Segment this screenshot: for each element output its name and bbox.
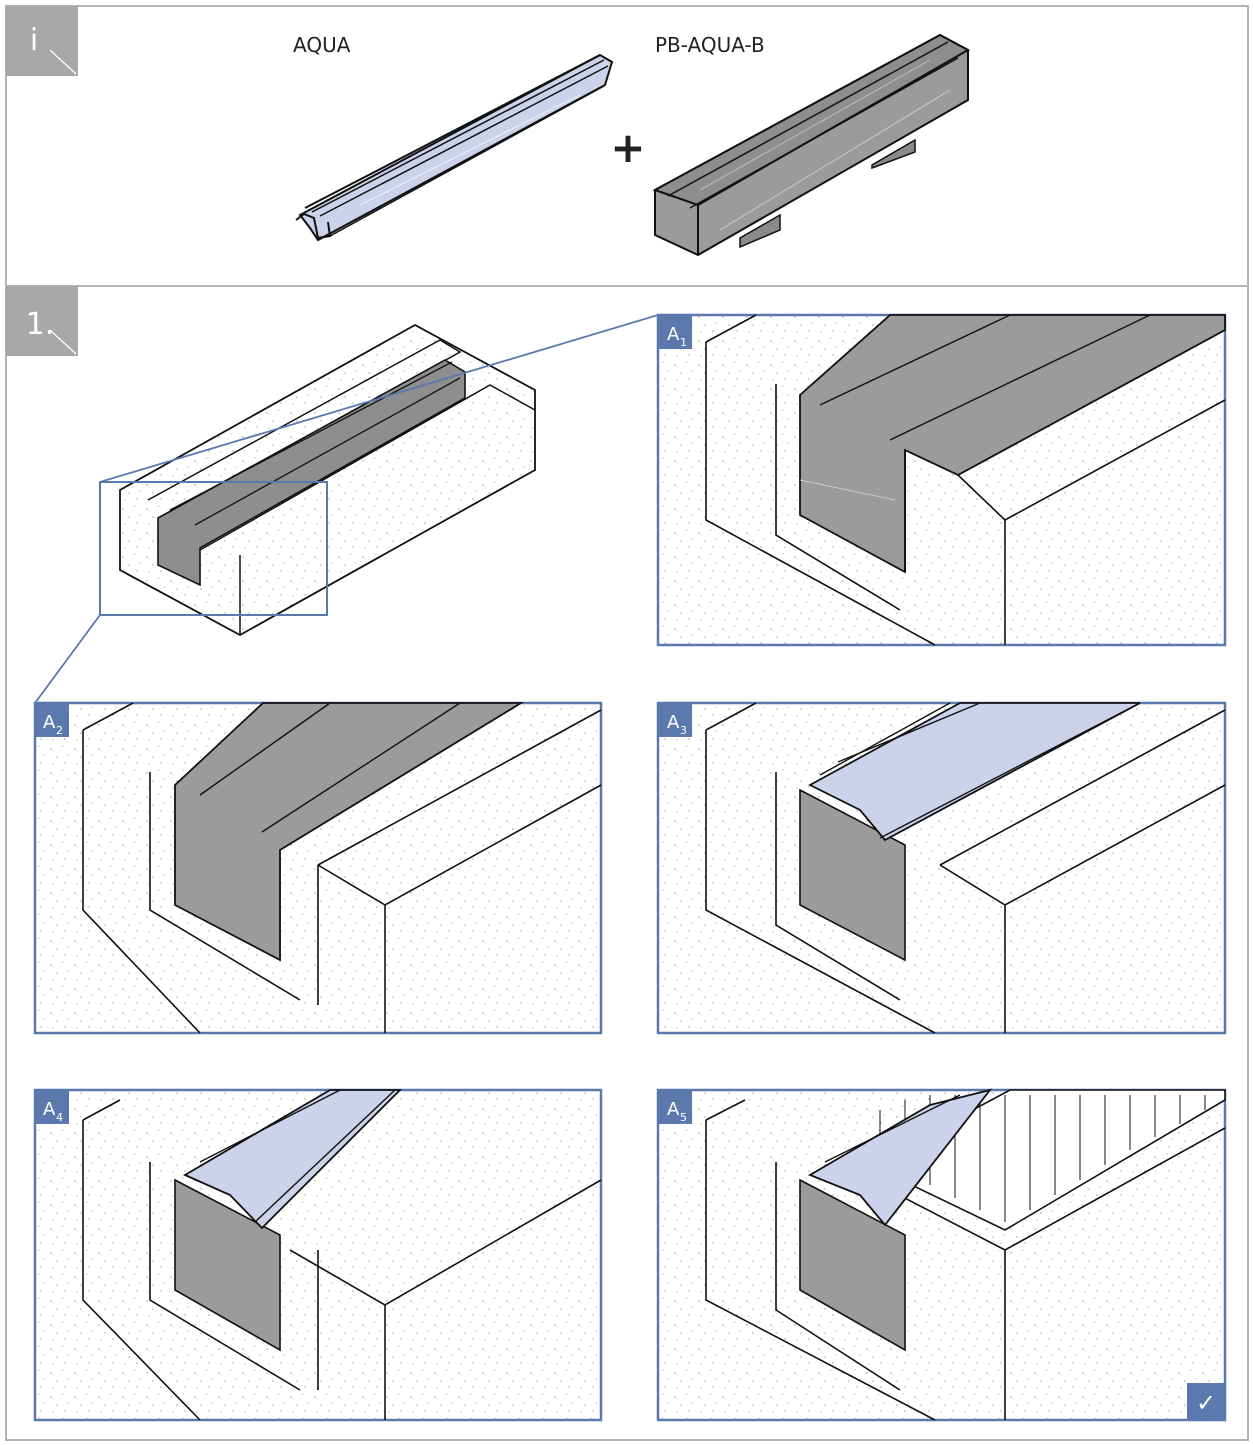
done-badge bbox=[1187, 1383, 1225, 1420]
panel-a5-sub: 5 bbox=[680, 1111, 687, 1124]
outer-border bbox=[5, 5, 1249, 1441]
info-marker: i bbox=[30, 23, 38, 58]
zoom-line-a1 bbox=[99, 314, 659, 483]
panel-a5: A 5 ✓ bbox=[656, 1088, 1227, 1422]
panel-a1: A 1 bbox=[656, 313, 1227, 647]
panel-a3-letter: A bbox=[667, 712, 680, 733]
pb-aqua-b-illustration bbox=[652, 33, 971, 257]
panel-a1-sub: 1 bbox=[680, 336, 687, 349]
plus-sign: + bbox=[610, 123, 645, 172]
panel-a2-letter: A bbox=[43, 712, 56, 733]
panel-a3: A 3 bbox=[656, 701, 1227, 1035]
panel-a1-letter: A bbox=[667, 324, 680, 345]
panel-a4-letter: A bbox=[43, 1099, 56, 1120]
step-marker: 1. bbox=[26, 307, 55, 342]
overview-trench-illustration bbox=[119, 323, 536, 637]
product-label-aqua: AQUA bbox=[293, 33, 351, 57]
panel-a4-sub: 4 bbox=[56, 1111, 63, 1124]
panel-a2-sub: 2 bbox=[56, 724, 63, 737]
product-label-pb-aqua-b: PB-AQUA-B bbox=[655, 33, 765, 57]
zoom-line-a2 bbox=[34, 614, 101, 704]
aqua-profile-illustration bbox=[295, 53, 614, 242]
section-step-1: 1. A bbox=[6, 286, 1227, 1422]
check-icon: ✓ bbox=[1196, 1389, 1216, 1417]
panel-a4: A 4 bbox=[33, 1088, 603, 1422]
panel-a3-sub: 3 bbox=[680, 724, 687, 737]
section-info: i AQUA PB-AQUA-B + bbox=[6, 6, 971, 257]
overview-zoom-box bbox=[99, 481, 328, 616]
panel-a2: A 2 bbox=[33, 701, 603, 1035]
panel-a5-letter: A bbox=[667, 1099, 680, 1120]
